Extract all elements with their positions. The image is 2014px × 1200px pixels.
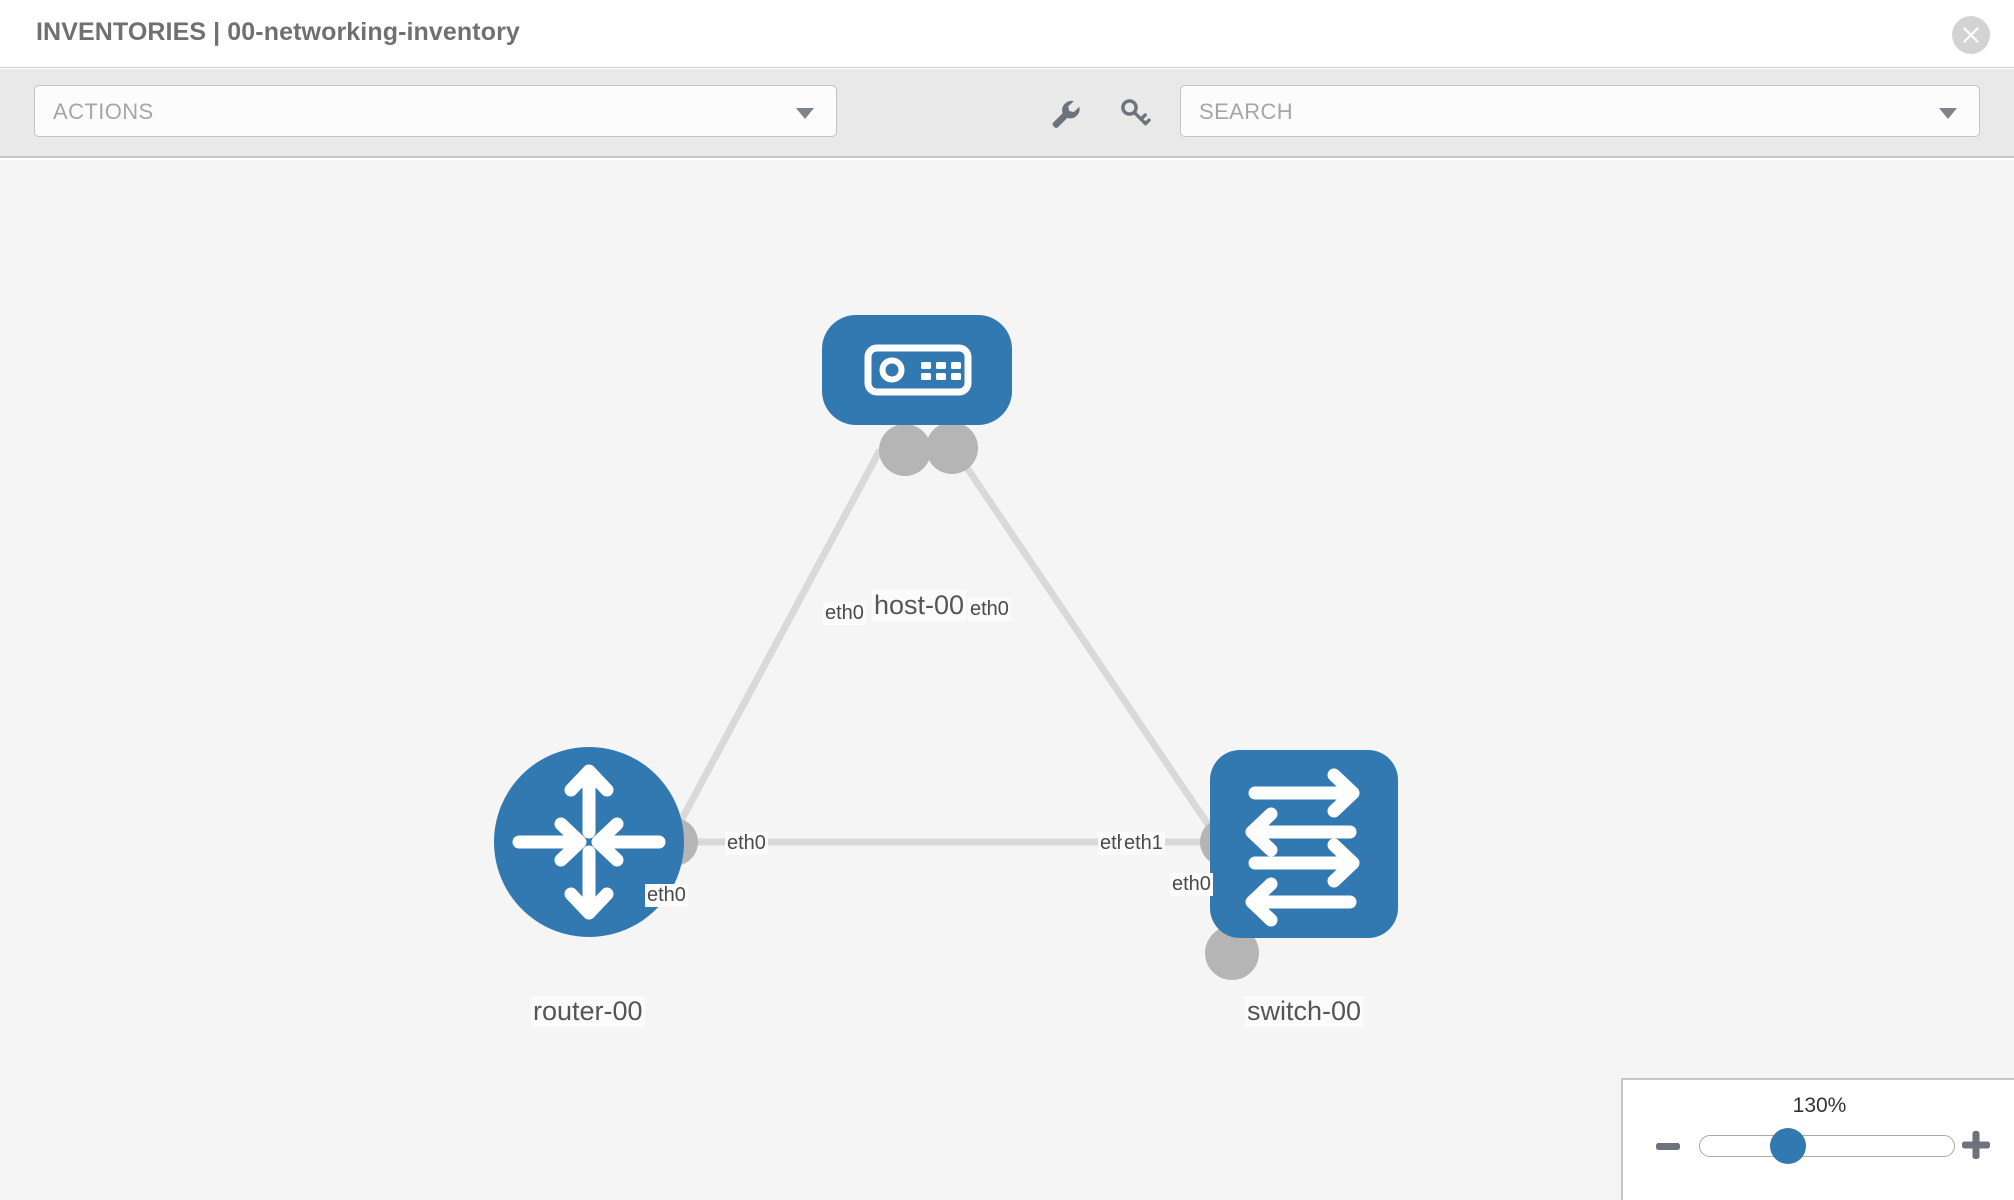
interface-label: eth0 — [968, 598, 1011, 621]
key-icon[interactable] — [1115, 94, 1153, 132]
page-header: INVENTORIES | 00-networking-inventory — [0, 0, 2014, 68]
close-icon[interactable] — [1952, 16, 1990, 54]
interface-label: eth1 — [1122, 832, 1165, 855]
interface-label: eth0 — [725, 832, 768, 855]
chevron-down-icon — [796, 108, 814, 119]
switch-arrows-icon — [1245, 768, 1360, 927]
endpoint-host00-right — [926, 422, 978, 474]
page-title: INVENTORIES | 00-networking-inventory — [36, 18, 520, 46]
actions-dropdown-label: ACTIONS — [53, 99, 154, 124]
node-switch-00 — [1210, 750, 1398, 938]
edge-host00-router00 — [656, 448, 884, 862]
minus-icon[interactable] — [1654, 1132, 1682, 1160]
interface-label: eth0 — [823, 602, 866, 625]
plus-icon[interactable] — [1961, 1130, 1991, 1160]
zoom-slider-thumb[interactable] — [1770, 1128, 1806, 1164]
node-host-00 — [822, 315, 1012, 425]
chevron-down-icon[interactable] — [1939, 108, 1957, 119]
topology-graph — [494, 315, 1398, 980]
node-router-00 — [494, 747, 684, 937]
zoom-control-panel: 130% — [1621, 1078, 2014, 1200]
endpoint-switch00-top — [1205, 926, 1259, 980]
search-placeholder: SEARCH — [1199, 99, 1294, 124]
topology-canvas[interactable]: eth0 eth0 eth0 eth0 eth0 eth0 eth1 host-… — [0, 160, 2014, 1200]
interface-label: eth0 — [1170, 873, 1213, 896]
wrench-icon[interactable] — [1046, 94, 1084, 132]
node-label-switch-00: switch-00 — [1245, 996, 1364, 1027]
topology-edges — [656, 448, 1235, 862]
edge-host00-switch00 — [952, 448, 1235, 862]
server-icon — [864, 344, 972, 396]
router-arrows-icon — [512, 764, 666, 920]
node-label-host-00: host-00 — [872, 590, 967, 621]
search-input[interactable]: SEARCH — [1180, 85, 1980, 137]
interface-label: eth0 — [645, 884, 688, 907]
zoom-slider-track[interactable] — [1699, 1135, 1955, 1157]
node-label-router-00: router-00 — [531, 996, 645, 1027]
actions-dropdown[interactable]: ACTIONS — [34, 85, 837, 137]
endpoint-host00-left — [879, 424, 931, 476]
zoom-level-value: 130% — [1792, 1094, 1847, 1117]
